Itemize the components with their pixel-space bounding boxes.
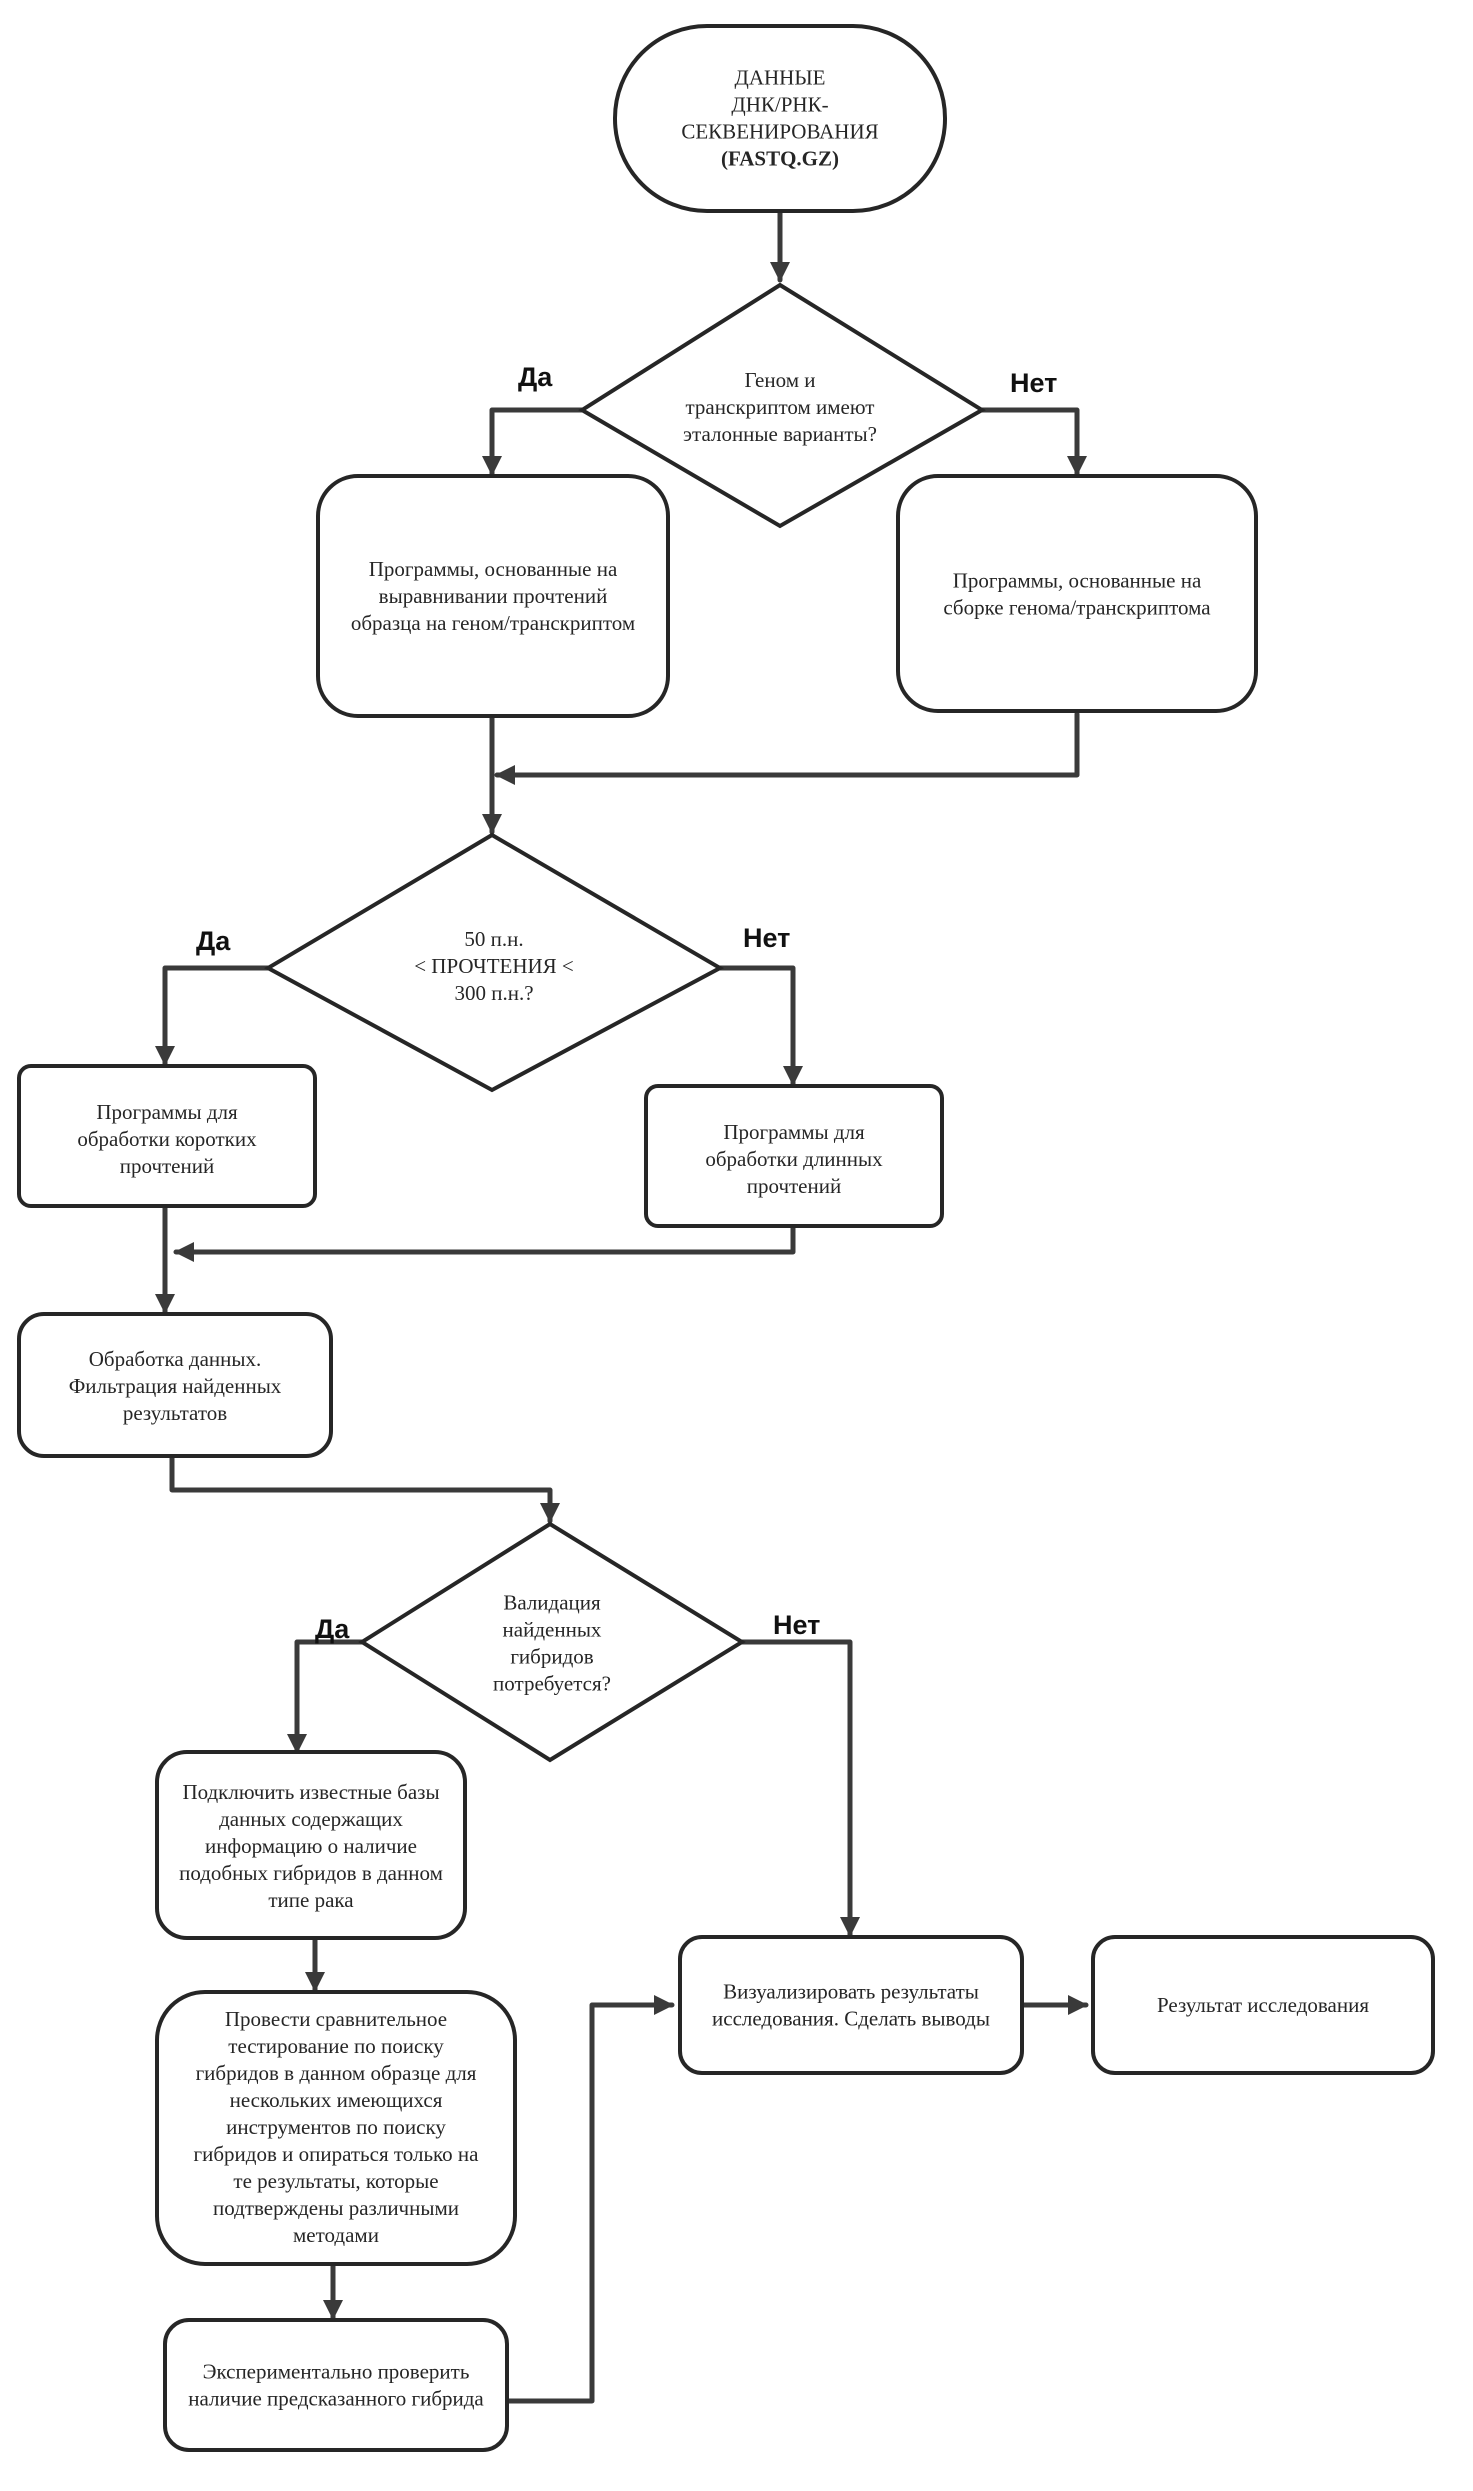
node-label-line: обработки длинных <box>705 1147 883 1171</box>
node-label-line: выравнивании прочтений <box>379 584 608 608</box>
node-label-line: Подключить известные базы <box>182 1780 439 1804</box>
node-label-line: Экспериментально проверить <box>203 2360 470 2384</box>
connect-databases-box <box>155 1750 467 1940</box>
edge-decision3-no <box>739 1639 860 1938</box>
node-label-line: информацию о наличие <box>205 1834 417 1858</box>
decision-validation-text: Валидация найденных гибридов потребуется? <box>493 1591 611 1696</box>
node-label-line: исследования. Сделать выводы <box>712 2007 990 2031</box>
decision-reference <box>578 282 986 529</box>
data-processing-box <box>17 1312 333 1458</box>
short-reads-box <box>17 1064 317 1208</box>
node-label-line: те результаты, которые <box>233 2169 438 2193</box>
edge-decision1-yes <box>482 407 588 477</box>
node-label-line: 300 п.н.? <box>454 981 533 1005</box>
node-label-line: найденных <box>503 1618 602 1642</box>
comparative-testing-text: Провести сравнительное тестирование по по… <box>194 2007 480 2247</box>
node-label-line: инструментов по поиску <box>226 2115 446 2139</box>
node-label-line: Программы, основанные на <box>369 557 618 581</box>
long-reads-text: Программы для обработки длинных прочтений <box>705 1120 883 1198</box>
data-processing-text: Обработка данных. Фильтрация найденных рез… <box>69 1347 282 1425</box>
edges <box>155 209 1089 2404</box>
node-label-line: методами <box>293 2223 379 2247</box>
node-label-line: данных содержащих <box>219 1807 403 1831</box>
long-reads-box <box>644 1084 944 1228</box>
node-label-line: СЕКВЕНИРОВАНИЯ <box>681 120 878 144</box>
node-label-line: ДАННЫЕ <box>735 66 826 90</box>
node-label-line: Результат исследования <box>1157 1993 1369 2017</box>
node-label-line: подтверждены различными <box>213 2196 459 2220</box>
decision-validation <box>358 1521 746 1763</box>
decision2-no-label: Нет <box>743 923 790 953</box>
node-label-line: Программы, основанные на <box>953 569 1202 593</box>
edge-decision1-no <box>979 407 1087 477</box>
node-label-line: Провести сравнительное <box>225 2007 447 2031</box>
decision-read-length <box>263 832 725 1093</box>
node-label-line: прочтений <box>120 1154 214 1178</box>
node-label-line: гибридов и опираться только на <box>194 2142 480 2166</box>
decision1-yes-label: Да <box>518 362 553 392</box>
node-label-line: Программы для <box>96 1100 238 1124</box>
node-label-line: Обработка данных. <box>89 1347 262 1371</box>
comparative-testing-box <box>155 1990 517 2266</box>
decision2-yes-label: Да <box>196 926 231 956</box>
experimental-check-box <box>163 2318 509 2452</box>
decision1-no-label: Нет <box>1010 368 1057 398</box>
assembly-programs-text: Программы, основанные на сборке генома/тр… <box>943 569 1211 620</box>
node-label-line: эталонные варианты? <box>683 422 877 446</box>
start-text: ДАННЫЕ ДНК/РНК- СЕКВЕНИРОВАНИЯ (FASTQ.GZ) <box>681 66 878 171</box>
edge-decision2-yes <box>155 965 271 1067</box>
node-label-line: 50 п.н. <box>464 927 523 951</box>
decision3-yes-label: Да <box>315 1614 350 1644</box>
node-label-line: ДНК/РНК- <box>731 93 828 117</box>
node-label-line: Валидация <box>503 1591 601 1615</box>
node-label-line: (FASTQ.GZ) <box>721 147 839 171</box>
node-label-line: образца на геном/транскриптом <box>351 611 635 635</box>
connect-databases-text: Подключить известные базы данных содержащ… <box>179 1780 443 1912</box>
short-reads-text: Программы для обработки коротких прочтений <box>77 1100 257 1178</box>
visualize-text: Визуализировать результаты исследования. … <box>712 1980 990 2031</box>
edge-decision3-yes <box>287 1639 365 1755</box>
node-label-line: потребуется? <box>493 1672 611 1696</box>
node-label-line: гибридов в данном образце для <box>196 2061 477 2085</box>
node-label-line: Визуализировать результаты <box>723 1980 979 2004</box>
node-label-line: результатов <box>123 1401 227 1425</box>
decision-reference-text: Геном и транскриптом имеют эталонные вариа… <box>683 368 877 446</box>
experimental-check-text: Экспериментально проверить наличие предск… <box>188 2360 484 2411</box>
edge-long-merge <box>173 1225 796 1262</box>
node-label-line: гибридов <box>510 1645 593 1669</box>
visualize-box <box>678 1935 1024 2075</box>
decision-read-length-text: 50 п.н. < ПРОЧТЕНИЯ < 300 п.н.? <box>414 927 574 1005</box>
node-label-line: подобных гибридов в данном <box>179 1861 443 1885</box>
alignment-programs-text: Программы, основанные на выравнивании про… <box>351 557 635 635</box>
result-box <box>1091 1935 1435 2075</box>
edge-assembly-merge <box>494 711 1080 785</box>
result-text: Результат исследования <box>1157 1993 1369 2017</box>
node-label-line: типе рака <box>268 1888 354 1912</box>
edge-processing-to-decision3 <box>169 1455 560 1524</box>
start-node <box>613 24 947 213</box>
edge-decision2-no <box>717 965 803 1087</box>
node-label-line: прочтений <box>747 1174 841 1198</box>
node-label-line: Фильтрация найденных <box>69 1374 282 1398</box>
decision3-no-label: Нет <box>773 1610 820 1640</box>
assembly-programs-box <box>896 474 1258 713</box>
node-label-line: Программы для <box>723 1120 865 1144</box>
node-label-line: < ПРОЧТЕНИЯ < <box>414 954 574 978</box>
alignment-programs-box <box>316 474 670 718</box>
node-label-line: нескольких имеющихся <box>230 2088 443 2112</box>
node-label-line: сборке генома/транскриптома <box>943 596 1211 620</box>
node-label-line: Геном и <box>745 368 816 392</box>
node-label-line: транскриптом имеют <box>686 395 875 419</box>
node-label-line: наличие предсказанного гибрида <box>188 2387 484 2411</box>
edge-experiment-to-visualize <box>504 1995 675 2404</box>
node-label-line: обработки коротких <box>77 1127 257 1151</box>
node-label-line: тестирование по поиску <box>228 2034 444 2058</box>
